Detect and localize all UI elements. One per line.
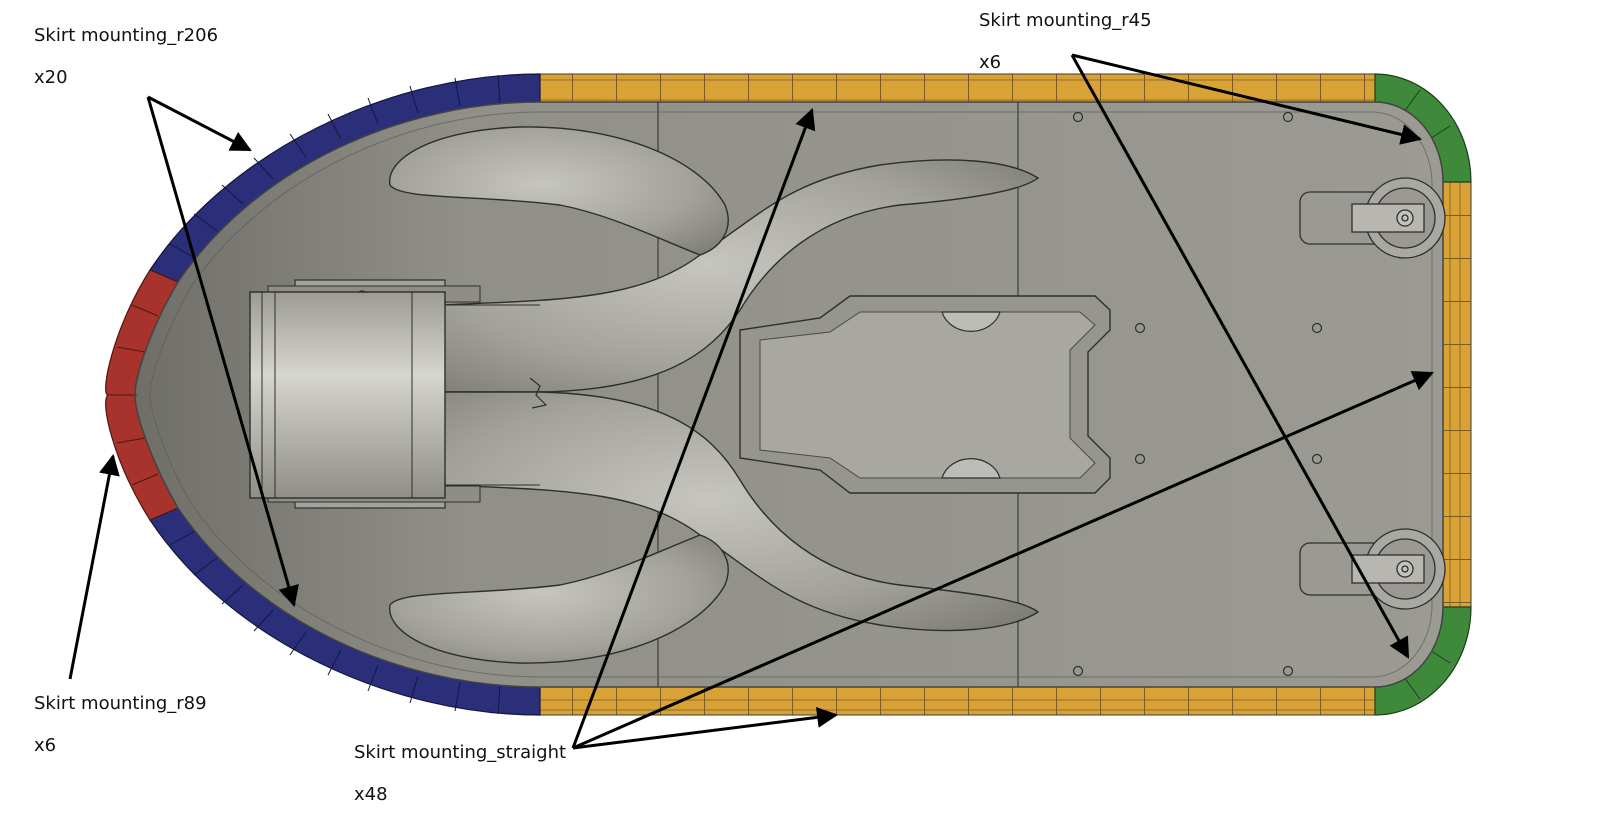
mounting-holes (1072, 111, 1323, 677)
label-r206-name: Skirt mounting_r206 (34, 25, 218, 46)
label-straight-name: Skirt mounting_straight (354, 742, 566, 763)
arrow-r45-to-top (1071, 53, 1423, 145)
duct-upper (439, 159, 1040, 393)
duct-upper-loop (388, 126, 729, 256)
duct-lower-loop (388, 534, 729, 664)
plenum-tab-lower (941, 458, 1001, 479)
arrow-straight-to-bottom (572, 706, 839, 750)
skirt-r45-segment-lines (1403, 89, 1451, 700)
rudder-mount-upper (1299, 177, 1446, 259)
plenum-tab-upper (941, 311, 1001, 332)
label-straight-qty: x48 (354, 784, 388, 805)
rear-plenum-inner (759, 311, 1096, 479)
arrow-r206-to-top (147, 95, 252, 152)
rudder-mount-lower (1299, 528, 1446, 610)
arrow-straight-to-right (572, 370, 1434, 750)
label-r206-qty: x20 (34, 67, 68, 88)
skirt-r206-segment-lines (169, 74, 501, 715)
arrow-r206-to-bottom (146, 96, 299, 608)
label-r89-name: Skirt mounting_r89 (34, 693, 207, 714)
skirt-straight-right (1442, 181, 1472, 608)
label-r45-name: Skirt mounting_r45 (979, 10, 1152, 31)
skirt-r89-segment-lines (110, 304, 159, 486)
skirt-straight-top (539, 73, 1376, 103)
label-r89-qty: x6 (34, 735, 56, 756)
fan-housing (249, 291, 446, 499)
skirt-straight-bottom (539, 686, 1376, 716)
arrow-straight-to-top (571, 108, 816, 749)
duct-center-notch (529, 377, 548, 409)
label-r45-qty: x6 (979, 52, 1001, 73)
arrow-r89 (68, 453, 120, 680)
arrow-r45-to-bottom (1070, 54, 1410, 659)
duct-lower (439, 391, 1040, 632)
